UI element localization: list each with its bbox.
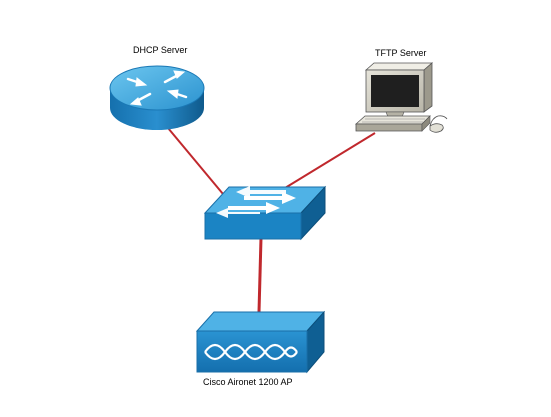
access-point-icon: [195, 310, 326, 374]
router-icon: [109, 65, 205, 130]
workstation-icon: [354, 62, 448, 133]
link-dhcp-switch: [167, 127, 229, 201]
link-switch-ap: [257, 237, 263, 313]
tftp-server-label: TFTP Server: [375, 48, 427, 58]
switch-icon: [203, 185, 327, 241]
link-tftp-switch: [284, 132, 376, 189]
dhcp-server-label: DHCP Server: [133, 45, 188, 55]
links: [167, 127, 376, 313]
access-point-label: Cisco Aironet 1200 AP: [203, 377, 293, 387]
